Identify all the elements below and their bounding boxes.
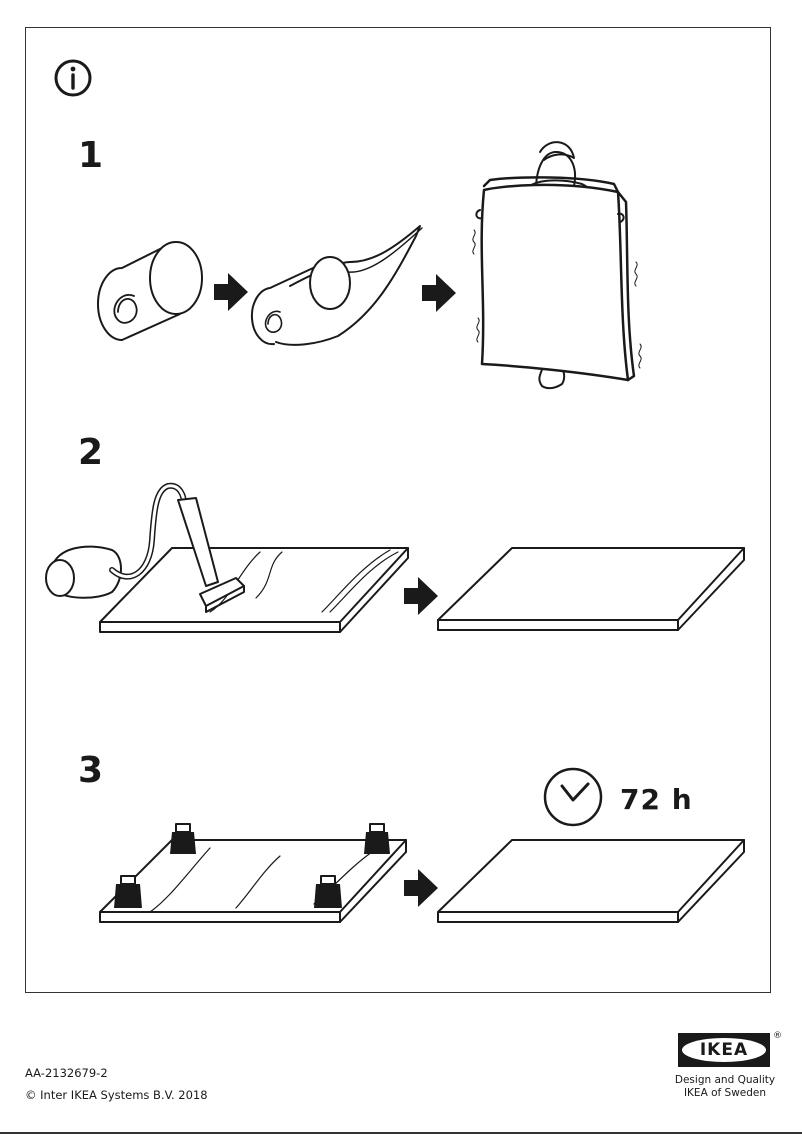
weight-icon bbox=[170, 823, 196, 854]
bottom-rule bbox=[0, 1132, 802, 1134]
clock-icon bbox=[543, 767, 603, 827]
document-code: AA-2132679-2 bbox=[25, 1066, 108, 1080]
arrow-right-icon bbox=[404, 869, 438, 907]
ikea-logo: IKEA bbox=[678, 1033, 770, 1067]
unrolling-rug bbox=[250, 225, 423, 346]
logo-text: IKEA bbox=[699, 1040, 749, 1060]
step-2-number: 2 bbox=[78, 432, 104, 473]
arrow-right-icon bbox=[422, 274, 456, 312]
instruction-frame bbox=[25, 27, 771, 993]
step-3-number: 3 bbox=[78, 750, 104, 791]
registered-mark: ® bbox=[773, 1031, 782, 1041]
info-icon bbox=[54, 59, 92, 97]
copyright-text: © Inter IKEA Systems B.V. 2018 bbox=[25, 1088, 208, 1102]
board-flat bbox=[437, 839, 745, 923]
tagline-line-2: IKEA of Sweden bbox=[683, 1087, 767, 1099]
step-1-number: 1 bbox=[78, 135, 104, 176]
wait-duration: 72 h bbox=[620, 783, 693, 816]
logo-oval: IKEA bbox=[682, 1038, 766, 1062]
board-weighted bbox=[99, 839, 407, 923]
arrow-right-icon bbox=[214, 273, 248, 311]
weight-icon bbox=[314, 875, 342, 908]
vacuum-cleaner-icon bbox=[45, 482, 245, 613]
tagline-line-1: Design and Quality bbox=[674, 1074, 776, 1086]
arrow-right-icon bbox=[404, 577, 438, 615]
board-dirty bbox=[99, 547, 409, 633]
weight-icon bbox=[364, 823, 390, 854]
rolled-rug bbox=[97, 241, 203, 341]
board-clean bbox=[437, 547, 745, 631]
person-holding-rug bbox=[472, 141, 642, 390]
weight-icon bbox=[114, 875, 142, 908]
